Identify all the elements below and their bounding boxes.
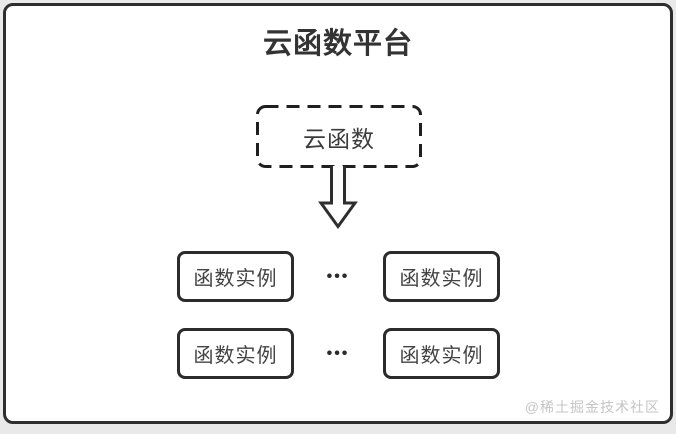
function-instance-box: 函数实例 [177, 328, 294, 379]
diagram-title: 云函数平台 [262, 28, 413, 60]
dashed-border [256, 105, 422, 168]
function-instance-box: 函数实例 [383, 251, 500, 302]
cloud-function-node: 云函数 [256, 105, 422, 168]
down-arrow-icon [318, 166, 358, 229]
cloud-function-label: 云函数 [303, 125, 375, 152]
function-instance-box: 函数实例 [177, 251, 294, 302]
ellipsis: ••• [326, 344, 350, 362]
function-instance-box: 函数实例 [383, 328, 500, 379]
watermark: @稀土掘金技术社区 [524, 399, 660, 415]
ellipsis: ••• [326, 267, 350, 285]
